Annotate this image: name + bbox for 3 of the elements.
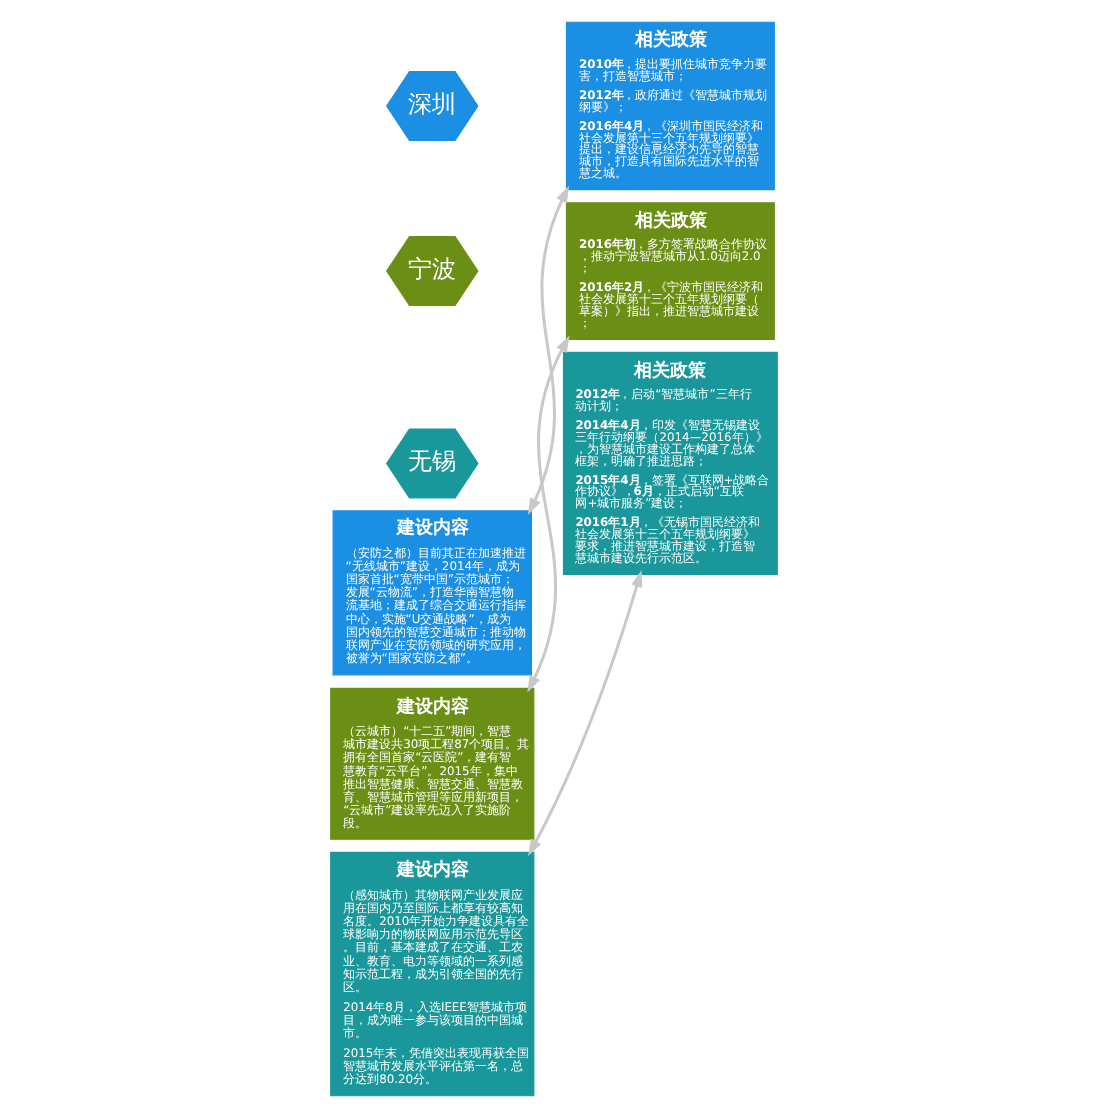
arrow: [527, 335, 570, 693]
arrow: [527, 185, 570, 515]
arrow: [528, 570, 643, 857]
